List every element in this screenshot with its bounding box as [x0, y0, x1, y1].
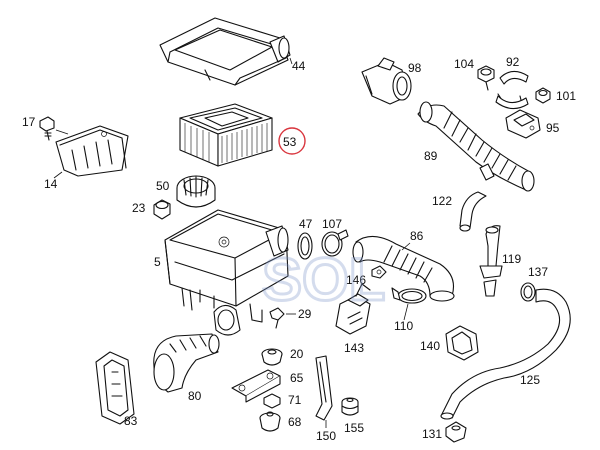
callout-143: 143 — [344, 341, 364, 355]
callout-29: 29 — [298, 307, 312, 321]
callout-71: 71 — [288, 393, 302, 407]
callout-65: 65 — [290, 371, 304, 385]
part-101-nut — [535, 87, 551, 104]
highlight-circle — [278, 127, 306, 155]
callout-150: 150 — [316, 429, 336, 443]
callout-131: 131 — [422, 427, 442, 441]
callout-68: 68 — [288, 415, 302, 429]
part-95-bracket — [505, 109, 541, 139]
part-65-mounting-bracket — [231, 369, 281, 403]
part-119-breather-pipe — [479, 225, 503, 297]
callout-50: 50 — [156, 179, 170, 193]
callout-53: 53 — [283, 135, 297, 149]
callout-107: 107 — [322, 217, 342, 231]
watermark-logo: SOL — [261, 245, 387, 315]
callout-20: 20 — [290, 347, 304, 361]
part-17-screw — [39, 116, 55, 141]
part-68-mount — [259, 411, 281, 432]
part-104-bolt — [477, 65, 495, 91]
part-131-connector — [445, 421, 467, 443]
callout-155: 155 — [344, 421, 364, 435]
part-47-o-ring — [297, 232, 313, 260]
callout-86: 86 — [410, 229, 424, 243]
part-137-hose-clamp — [520, 282, 536, 302]
part-50-resonator — [176, 175, 216, 208]
part-146-connector — [371, 265, 387, 279]
part-14-bracket — [55, 125, 129, 177]
part-140-bracket-clip — [445, 325, 479, 361]
part-150-seal-strip — [315, 355, 333, 421]
callout-146: 146 — [346, 273, 366, 287]
part-20-grommet — [261, 348, 283, 366]
callout-140: 140 — [420, 339, 440, 353]
part-44-filter-cover — [159, 17, 291, 86]
part-83-duct-seal — [95, 351, 135, 425]
part-98-air-mass-meter — [361, 57, 412, 105]
callout-95: 95 — [546, 121, 560, 135]
callout-44: 44 — [292, 59, 306, 73]
part-143-sensor — [335, 283, 371, 335]
callout-101: 101 — [556, 89, 576, 103]
callout-47: 47 — [299, 217, 313, 231]
callout-14: 14 — [44, 177, 58, 191]
callout-89: 89 — [424, 149, 438, 163]
part-89-corrugated-pipe — [417, 101, 535, 192]
callout-23: 23 — [132, 201, 146, 215]
callout-110: 110 — [394, 319, 413, 333]
callout-122: 122 — [432, 194, 452, 208]
part-29-clip — [269, 307, 285, 329]
part-5-filter-housing — [164, 209, 289, 336]
part-71-buffer — [263, 393, 281, 409]
callout-98: 98 — [408, 61, 422, 75]
callout-137: 137 — [528, 265, 548, 279]
callout-92: 92 — [506, 55, 520, 69]
callout-104: 104 — [454, 57, 474, 71]
part-107-hose-clamp — [321, 229, 349, 257]
part-80-intake-duct — [153, 333, 220, 393]
callout-17: 17 — [22, 115, 36, 129]
part-23-rubber-mount — [153, 199, 171, 220]
svg-text:SOL: SOL — [262, 246, 385, 313]
callout-125: 125 — [520, 373, 540, 387]
callout-5: 5 — [154, 255, 161, 269]
part-92-clamp-strap — [495, 70, 529, 110]
part-155-grommet — [341, 397, 359, 416]
part-53-filter-element — [179, 103, 273, 167]
part-125-hose — [440, 288, 571, 420]
callout-119: 119 — [502, 252, 521, 266]
part-122-hose — [459, 191, 487, 232]
part-110-hose-clamp — [391, 287, 427, 304]
part-86-intake-hose — [352, 235, 455, 302]
callout-80: 80 — [188, 389, 202, 403]
callout-83: 83 — [124, 414, 138, 428]
